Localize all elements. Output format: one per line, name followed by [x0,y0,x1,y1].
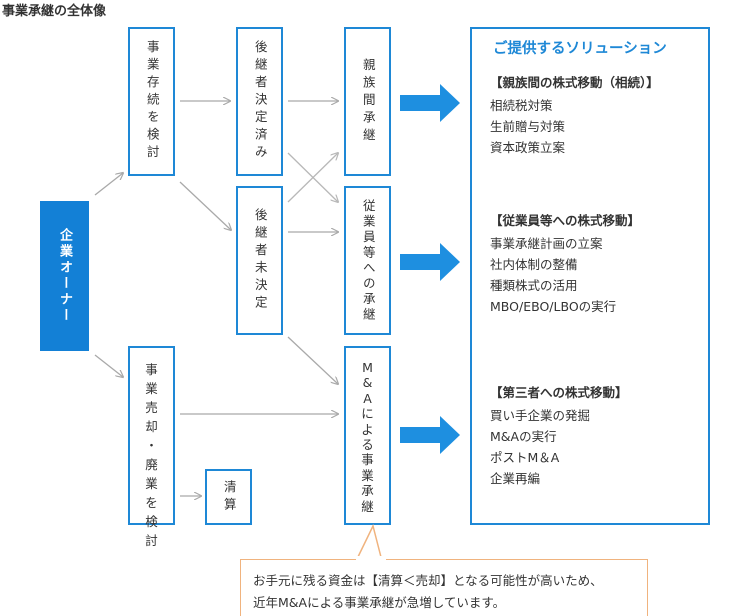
ma-succession-label: M & A に よ る 事 業 承 継 [361,360,374,514]
list-item: 企業再編 [490,471,541,486]
arrow-undecided-to-ma [287,336,338,384]
page-title: 事業承継の全体像 [2,4,107,19]
arrow-undecided-to-family [287,153,338,203]
solution-section-employee: 【従業員等への株式移動】 事業承継計画の立案 社内体制の整備 種類株式の活用 M… [490,210,705,317]
arrow-consider-to-undecided [179,181,231,230]
list-item: MBO/EBO/LBOの実行 [490,299,617,314]
list-item: 社内体制の整備 [490,257,578,272]
ma-succession-box: M & A に よ る 事 業 承 継 [344,346,391,525]
section-heading: 【第三者への株式移動】 [490,385,628,400]
note-line: お手元に残る資金は【清算＜売却】となる可能性が高いため、 [253,573,603,588]
list-item: 事業承継計画の立案 [490,236,603,251]
family-succession-box: 親族間承継 [344,27,391,176]
employee-succession-box: 従業員等への承継 [344,186,391,335]
section-heading: 【従業員等への株式移動】 [490,213,641,228]
arrow-owner-to-consider [94,173,123,196]
list-item: 種類株式の活用 [490,278,578,293]
consider-sale-box: 事 業 売 却 ・ 廃 業 を 検 討 [128,346,175,548]
liquidation-label: 清算 [221,479,237,515]
note-pointer-join [356,556,386,560]
note-pointer [355,524,383,562]
solution-section-family: 【親族間の株式移動（相続）】 相続税対策 生前贈与対策 資本政策立案 [490,72,705,158]
liquidation-box: 清算 [205,469,252,525]
owner-box: 企業オーナー [40,201,89,351]
consider-succession-label: 事業存続を検討 [144,40,160,163]
solution-section-third-party: 【第三者への株式移動】 買い手企業の発掘 M&Aの実行 ポストM＆A 企業再編 [490,382,705,489]
solutions-title: ご提供するソリューション [493,41,667,57]
big-arrow-family [400,84,460,122]
section-heading: 【親族間の株式移動（相続）】 [490,75,659,90]
big-arrow-ma [400,416,460,454]
owner-label: 企業オーナー [57,228,72,324]
family-succession-label: 親族間承継 [360,57,376,146]
successor-undecided-label: 後継者未決定 [252,208,268,313]
consider-succession-box: 事業存続を検討 [128,27,175,176]
solutions-panel [470,27,710,525]
list-item: 資本政策立案 [490,140,566,155]
employee-succession-label: 従業員等への承継 [360,198,376,323]
list-item: M&Aの実行 [490,429,557,444]
big-arrow-employee [400,243,460,281]
list-item: 相続税対策 [490,98,553,113]
successor-decided-label: 後継者決定済み [252,40,268,163]
arrow-owner-to-sale [94,354,123,377]
successor-decided-box: 後継者決定済み [236,27,283,176]
list-item: 買い手企業の発掘 [490,408,591,423]
note-line: 近年M&Aによる事業承継が急増しています。 [253,595,506,610]
consider-sale-label: 事 業 売 却 ・ 廃 業 を 検 討 [145,362,158,548]
note-box: お手元に残る資金は【清算＜売却】となる可能性が高いため、 近年M&Aによる事業承… [240,559,648,616]
list-item: ポストM＆A [490,450,560,465]
successor-undecided-box: 後継者未決定 [236,186,283,335]
list-item: 生前贈与対策 [490,119,566,134]
